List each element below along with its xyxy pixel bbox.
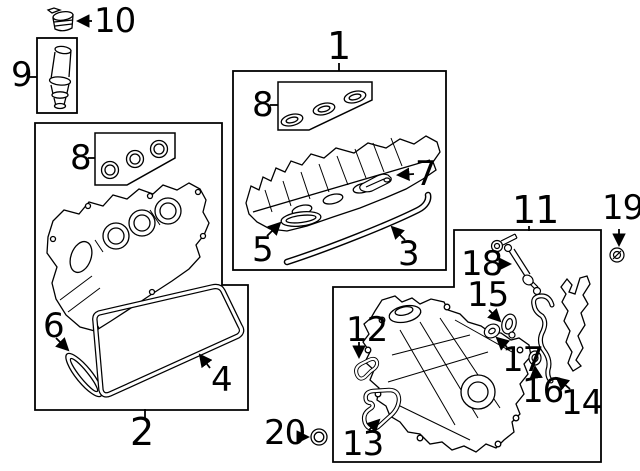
- leader-arrow-17: [495, 336, 511, 351]
- callout-17[interactable]: 17: [502, 340, 544, 380]
- callout-8-rh[interactable]: 8: [252, 85, 274, 125]
- timing-gasket-right-drawing: [560, 275, 591, 372]
- leader-arrow-15: [487, 308, 502, 323]
- callout-8-lh[interactable]: 8: [70, 138, 92, 178]
- oil-filler-tube-drawing: [48, 45, 72, 110]
- leader-arrow-13: [366, 418, 381, 433]
- gasket-4-drawing: [92, 283, 245, 398]
- callout-2[interactable]: 2: [130, 410, 154, 454]
- callout-1[interactable]: 1: [327, 24, 351, 68]
- leader-arrow-5: [266, 221, 282, 237]
- seal-20-drawing: [310, 428, 328, 446]
- box-9-outline: [36, 37, 78, 114]
- callout-9[interactable]: 9: [11, 55, 33, 95]
- box-11-outline: [332, 229, 602, 463]
- oil-filler-cap-drawing: [46, 7, 74, 32]
- callout-11[interactable]: 11: [512, 188, 559, 232]
- callout-20[interactable]: 20: [264, 413, 306, 453]
- callout-18[interactable]: 18: [461, 244, 503, 284]
- callout-5[interactable]: 5: [252, 230, 274, 270]
- callout-6[interactable]: 6: [43, 306, 65, 346]
- leader-arrow-16: [529, 364, 543, 380]
- tube-seals-box-rh-outline: [277, 81, 373, 131]
- seal-15-drawing: [501, 313, 517, 339]
- callout-4[interactable]: 4: [211, 360, 233, 400]
- part-7-drawing: [359, 173, 392, 193]
- box-2-outline: [34, 122, 249, 411]
- callout-10[interactable]: 10: [94, 1, 136, 41]
- seal-5-drawing: [280, 210, 322, 228]
- leader-arrow-14: [555, 376, 571, 391]
- lh-valve-cover-drawing: [46, 182, 210, 332]
- callout-12[interactable]: 12: [346, 310, 388, 350]
- ring-seal-drawings-lh: [100, 139, 169, 180]
- tube-seal-drawings-rh: [280, 90, 367, 127]
- gasket-3-drawing: [283, 191, 432, 266]
- leader-arrow-3: [390, 225, 406, 241]
- seal-17-drawing: [483, 323, 501, 339]
- callout-13[interactable]: 13: [342, 424, 384, 464]
- callout-7[interactable]: 7: [415, 154, 437, 194]
- leader-lines: [28, 14, 626, 444]
- callout-15[interactable]: 15: [467, 275, 509, 315]
- tube-seals-box-lh-outline: [94, 132, 176, 186]
- grommet-19-drawing: [609, 247, 625, 263]
- leader-arrow-6: [55, 337, 70, 352]
- callout-14[interactable]: 14: [561, 383, 603, 423]
- callout-16[interactable]: 16: [522, 371, 564, 411]
- callout-19[interactable]: 19: [602, 188, 640, 228]
- seal-6-drawing: [65, 352, 103, 398]
- seal-16-drawing: [528, 350, 542, 366]
- oil-tube-18-drawing: [490, 233, 542, 296]
- leader-arrow-7: [395, 167, 415, 182]
- callout-3[interactable]: 3: [398, 234, 420, 274]
- timing-gasket-14-drawing: [531, 293, 555, 384]
- leader-arrow-4: [198, 353, 213, 369]
- gasket-12-drawing: [354, 356, 380, 381]
